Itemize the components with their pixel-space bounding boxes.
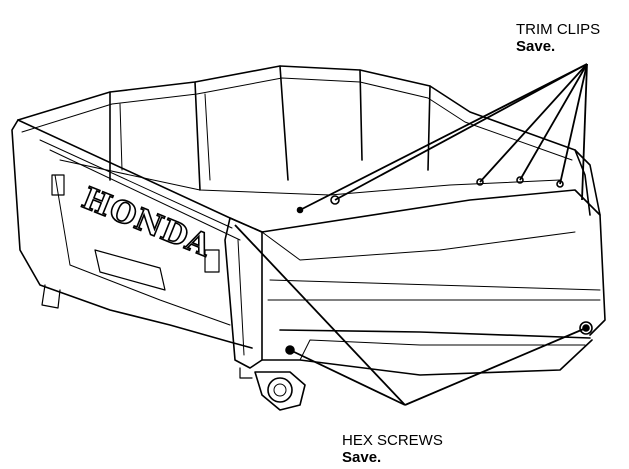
honda-logo: HONDA — [76, 180, 217, 265]
trim-clips-leader-lines — [299, 63, 588, 211]
trim-clips-action: Save. — [516, 38, 556, 55]
hex-screws-action: Save. — [342, 449, 382, 466]
hex-screws-leader-lines — [234, 224, 587, 406]
trim-clips-label: TRIM CLIPS — [516, 21, 601, 38]
svg-text:HONDA: HONDA — [77, 181, 216, 264]
hex-screws-callout: HEX SCREWS Save. — [342, 432, 443, 466]
hex-screws-label: HEX SCREWS — [342, 432, 443, 449]
cargo-bed-illustration — [11, 65, 606, 411]
trim-clips-callout: TRIM CLIPS Save. — [516, 21, 600, 55]
